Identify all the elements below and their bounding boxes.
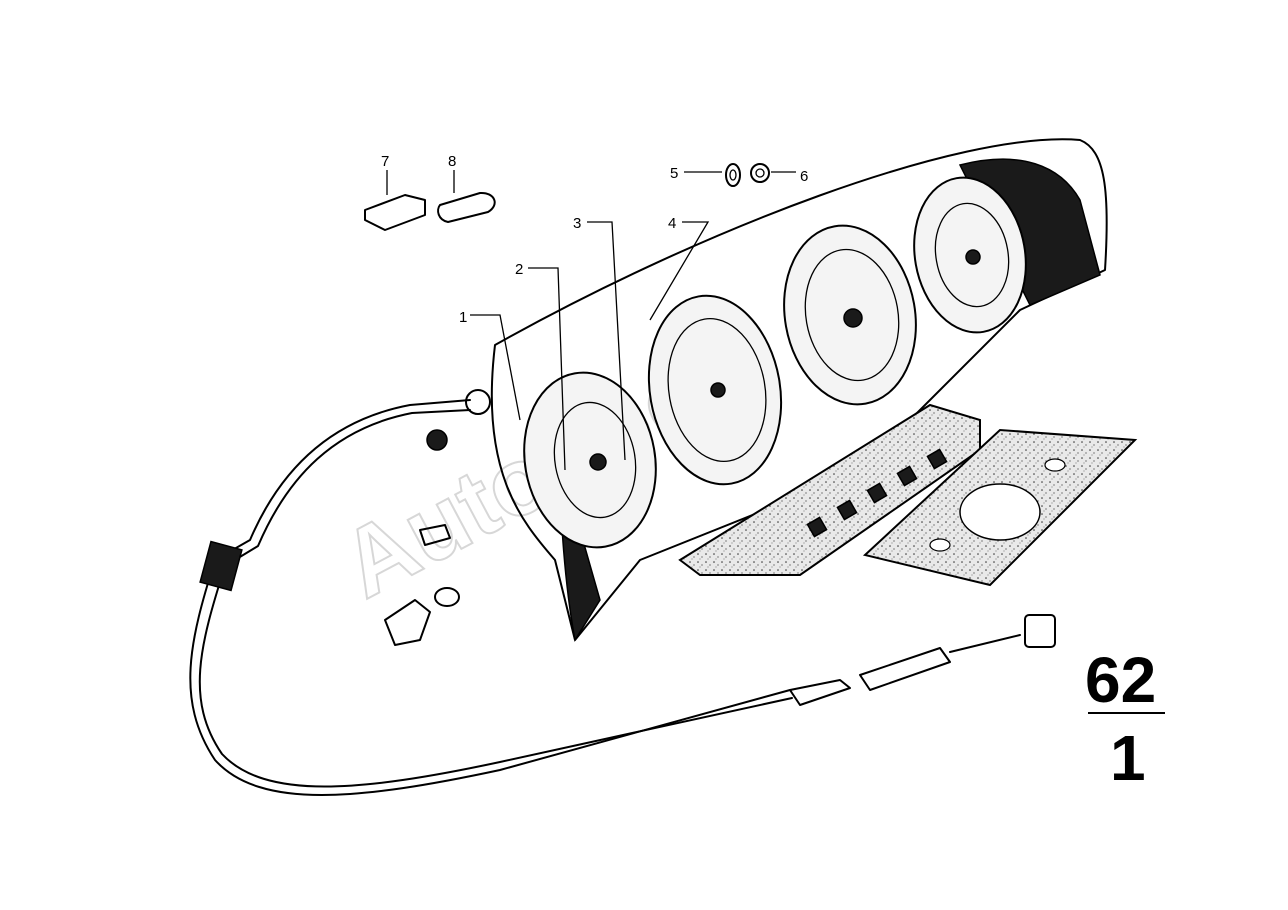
- callout-8: 8: [448, 153, 456, 170]
- nut-part-6: [750, 163, 770, 183]
- speedometer-cable: [189, 389, 1056, 796]
- gauge-small-right: [913, 176, 1027, 334]
- callout-3: 3: [573, 215, 581, 232]
- callout-4: 4: [668, 215, 676, 232]
- leader-lines: [386, 170, 796, 471]
- switch-panel: [678, 403, 981, 576]
- callout-7: 7: [381, 153, 389, 170]
- gauge-tachometer: [783, 224, 917, 406]
- small-bulb-lower: [419, 524, 451, 546]
- knob-lower-left: [384, 587, 460, 646]
- callout-2: 2: [515, 261, 523, 278]
- callout-6: 6: [800, 168, 808, 185]
- callout-1: 1: [459, 309, 467, 326]
- gauge-speedometer: [647, 294, 783, 486]
- group-number-bottom: 1: [1110, 722, 1146, 794]
- bulb-part-8: [437, 191, 496, 223]
- grommet-left: [426, 429, 448, 451]
- gasket: [862, 428, 1138, 587]
- bulb-holder-part-7: [364, 194, 426, 231]
- washer-part-5: [725, 163, 741, 187]
- group-number-top: 62: [1085, 644, 1156, 716]
- callout-5: 5: [670, 165, 678, 182]
